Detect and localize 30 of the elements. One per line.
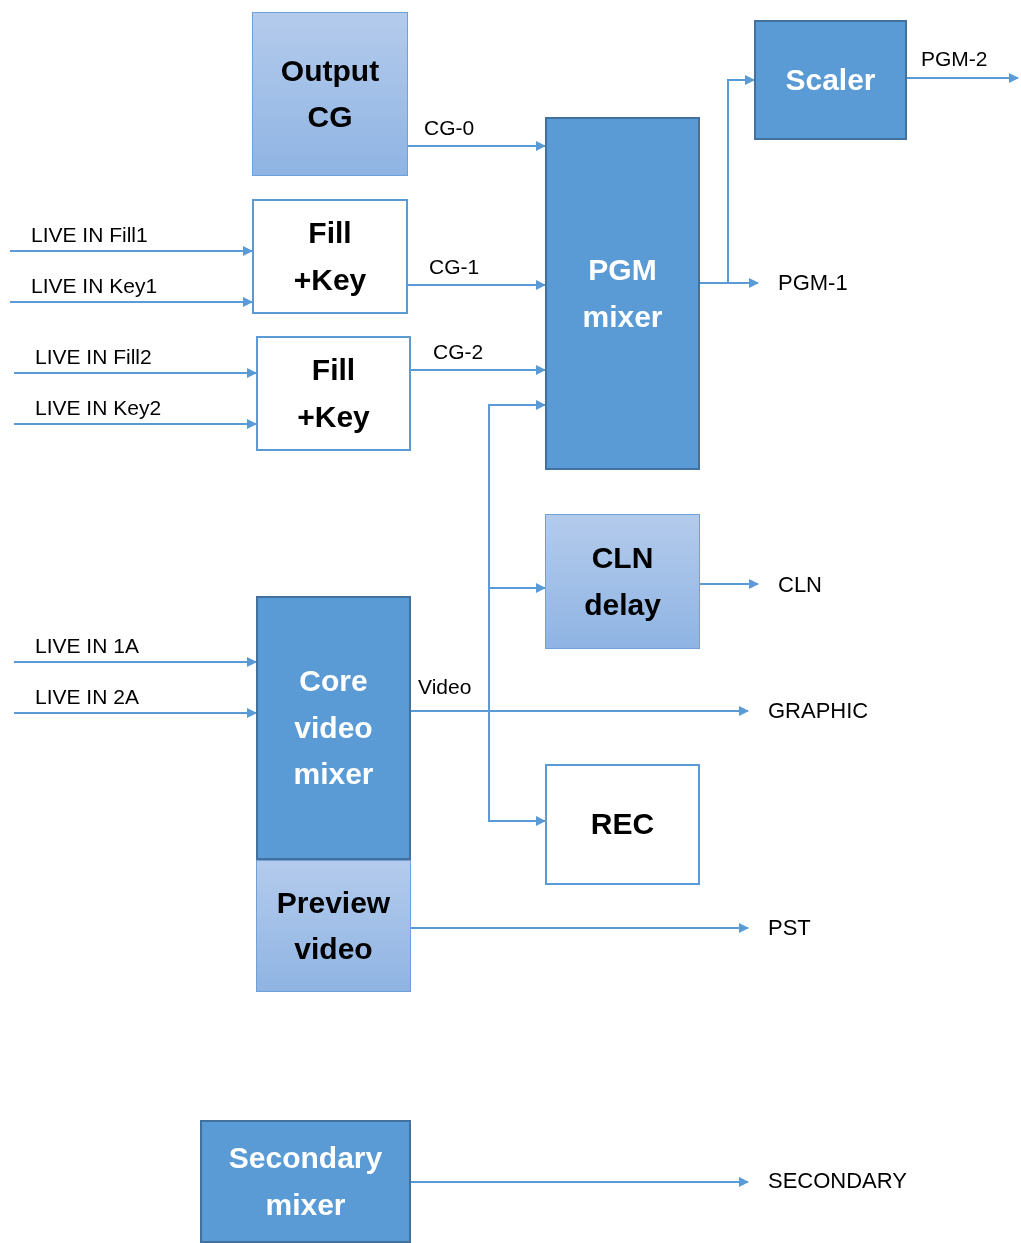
arrow — [13, 419, 257, 429]
output-label: SECONDARY — [768, 1166, 928, 1196]
arrow — [410, 365, 546, 375]
arrow — [906, 73, 1019, 83]
arrow — [410, 710, 546, 826]
process-box: Secondary mixer — [200, 1120, 411, 1243]
arrow — [407, 280, 546, 290]
process-box: Preview video — [256, 860, 411, 992]
process-box: Core video mixer — [256, 596, 411, 860]
process-box: Scaler — [754, 20, 907, 140]
process-box: Fill +Key — [252, 199, 408, 314]
process-box: Output CG — [252, 12, 408, 176]
arrow — [9, 297, 253, 307]
output-label: GRAPHIC — [768, 696, 908, 726]
process-box: CLN delay — [545, 514, 700, 649]
output-label: CLN — [778, 570, 858, 600]
output-label: PGM-1 — [778, 268, 888, 298]
arrow — [9, 246, 253, 256]
process-box: PGM mixer — [545, 117, 700, 470]
arrow — [699, 579, 759, 589]
arrow — [699, 75, 755, 284]
arrow — [407, 141, 546, 151]
process-box: Fill +Key — [256, 336, 411, 451]
arrow — [13, 708, 257, 718]
arrow — [410, 1177, 749, 1187]
arrow — [13, 368, 257, 378]
arrow — [410, 923, 749, 933]
arrow — [13, 657, 257, 667]
process-box: REC — [545, 764, 700, 885]
output-label: PST — [768, 913, 848, 943]
